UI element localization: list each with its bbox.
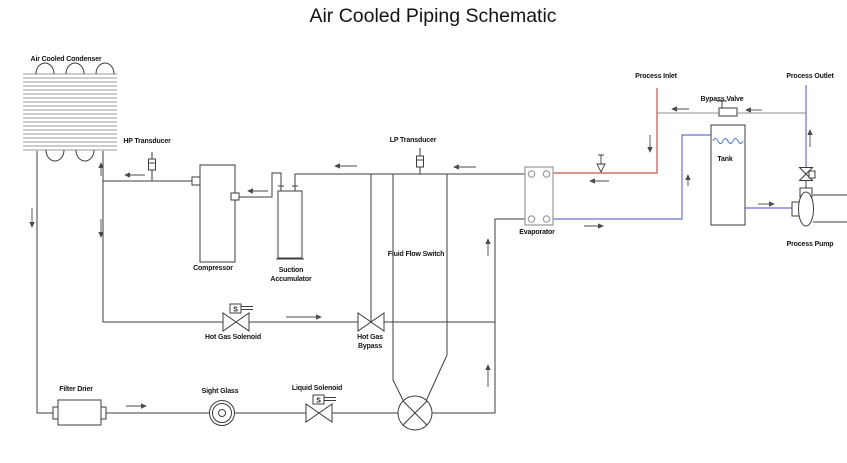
filter-drier-label: Filter Drier xyxy=(59,386,93,393)
tank-symbol xyxy=(710,124,746,226)
sight-glass-symbol xyxy=(209,400,235,426)
hot-gas-solenoid-label: Hot Gas Solenoid xyxy=(205,334,261,341)
hot-gas-solenoid-symbol xyxy=(222,303,253,332)
tank-water-level xyxy=(712,138,744,144)
compressor-label: Compressor xyxy=(193,265,233,272)
lp-transducer-label: LP Transducer xyxy=(390,137,437,144)
filter-drier-symbol xyxy=(52,399,107,426)
sight-glass-label: Sight Glass xyxy=(202,388,239,395)
fluid-flow-switch-symbol xyxy=(397,395,433,431)
suction-accumulator-symbol xyxy=(276,185,304,260)
air-cooled-condenser-symbol xyxy=(23,73,117,151)
suction-accumulator-label-2: Accumulator xyxy=(270,276,312,283)
liquid-solenoid-s-glyph: S xyxy=(316,398,321,405)
condenser-tube-bends xyxy=(35,62,115,162)
process-outlet-label: Process Outlet xyxy=(786,73,834,80)
pump-discharge-valve-symbol xyxy=(798,167,816,181)
diagram-title: Air Cooled Piping Schematic xyxy=(309,5,556,27)
compressor-symbol xyxy=(191,164,240,263)
hot-gas-bypass-label-2: Bypass xyxy=(358,343,382,350)
process-inlet-label: Process Inlet xyxy=(635,73,677,80)
hot-gas-bypass-symbol xyxy=(357,312,385,332)
hp-transducer-symbol xyxy=(148,158,156,171)
hot-gas-solenoid-s-glyph: S xyxy=(233,307,238,314)
bypass-valve-label: Bypass Valve xyxy=(701,96,744,103)
tank-label: Tank xyxy=(717,156,732,163)
liquid-solenoid-label: Liquid Solenoid xyxy=(292,385,342,392)
process-inlet-pipe xyxy=(553,88,658,174)
refrigerant-pipes xyxy=(36,148,847,414)
process-pump-label: Process Pump xyxy=(787,241,834,248)
hp-transducer-label: HP Transducer xyxy=(123,138,171,145)
hot-gas-bypass-label-1: Hot Gas xyxy=(357,334,383,341)
inlet-temp-sensor-symbol xyxy=(596,154,606,174)
bypass-valve-symbol xyxy=(717,100,738,117)
evaporator-symbol xyxy=(524,166,554,226)
suction-accumulator-label-1: Suction xyxy=(279,267,304,274)
flow-arrows xyxy=(29,106,813,409)
lp-transducer-symbol xyxy=(416,155,424,168)
process-pump-symbol xyxy=(791,187,814,227)
liquid-solenoid-symbol xyxy=(305,394,336,423)
evaporator-label: Evaporator xyxy=(519,229,555,236)
fluid-flow-switch-label: Fluid Flow Switch xyxy=(388,251,445,258)
process-outlet-pipes xyxy=(553,85,807,220)
condenser-label: Air Cooled Condenser xyxy=(31,56,102,63)
